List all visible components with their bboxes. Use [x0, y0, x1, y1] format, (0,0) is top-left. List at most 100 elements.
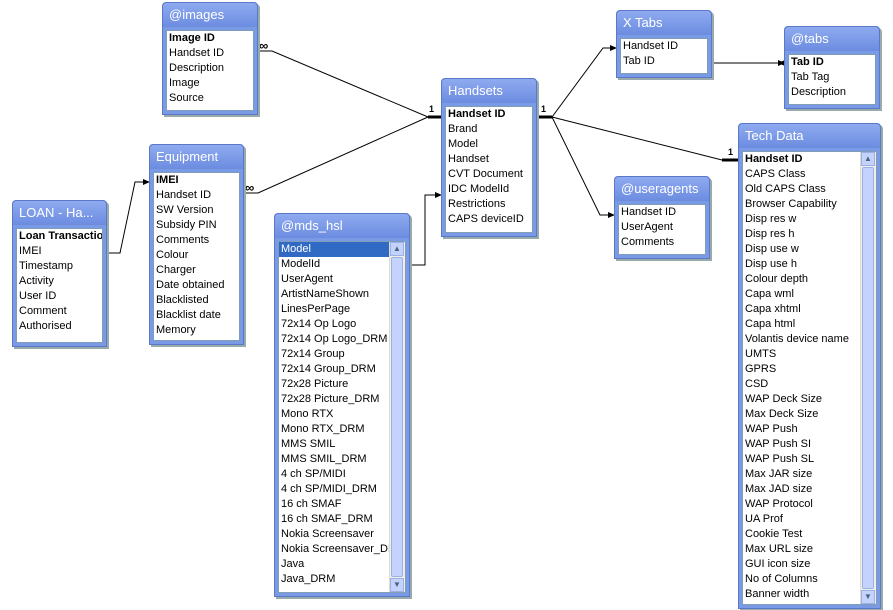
scroll-down-arrow-icon[interactable]: ▼: [861, 590, 875, 604]
field-item[interactable]: 72x28 Picture: [281, 378, 349, 390]
table-title[interactable]: X Tabs: [617, 11, 711, 35]
vertical-scrollbar[interactable]: ▲▼: [389, 242, 405, 592]
field-item[interactable]: UA Prof: [745, 513, 783, 525]
field-item[interactable]: Mono RTX_DRM: [281, 423, 365, 435]
field-item[interactable]: Mono RTX: [281, 408, 334, 420]
vertical-scrollbar[interactable]: ▲▼: [860, 152, 876, 604]
field-item[interactable]: 72x14 Group: [281, 348, 345, 360]
field-item[interactable]: Comments: [621, 236, 675, 248]
field-item[interactable]: Authorised: [19, 320, 72, 332]
field-item[interactable]: Comments: [156, 234, 210, 246]
field-item[interactable]: IMEI: [19, 245, 42, 257]
field-item[interactable]: Restrictions: [448, 198, 506, 210]
field-item[interactable]: Capa wml: [745, 288, 794, 300]
field-item[interactable]: UMTS: [745, 348, 777, 360]
field-item[interactable]: Browser Capability: [745, 198, 837, 210]
field-item[interactable]: WAP Deck Size: [745, 393, 823, 405]
field-item[interactable]: IMEI: [156, 174, 179, 186]
field-item[interactable]: CAPS deviceID: [448, 213, 524, 225]
field-item[interactable]: Handset ID: [448, 108, 506, 120]
field-item[interactable]: 72x14 Op Logo: [281, 318, 357, 330]
field-item[interactable]: Capa xhtml: [745, 303, 801, 315]
field-item[interactable]: Source: [169, 92, 204, 104]
field-item[interactable]: Disp res w: [745, 213, 797, 225]
field-item[interactable]: CSD: [745, 378, 769, 390]
field-item[interactable]: WAP Push SI: [745, 438, 812, 450]
field-item[interactable]: 16 ch SMAF: [281, 498, 342, 510]
field-item[interactable]: Image ID: [169, 32, 215, 44]
field-item[interactable]: Model: [448, 138, 478, 150]
field-item[interactable]: SW Version: [156, 204, 214, 216]
field-item[interactable]: Nokia Screensaver: [281, 528, 374, 540]
field-item[interactable]: Activity: [19, 275, 54, 287]
field-item[interactable]: Java_DRM: [281, 573, 336, 585]
field-item[interactable]: Blacklisted: [156, 294, 209, 306]
field-item[interactable]: Nokia Screensaver_DRM: [281, 543, 389, 555]
scroll-up-arrow-icon[interactable]: ▲: [861, 152, 875, 166]
field-item[interactable]: Max Deck Size: [745, 408, 819, 420]
field-list[interactable]: Handset ID Tab ID: [620, 38, 708, 74]
field-item[interactable]: No of Columns: [745, 573, 818, 585]
field-item[interactable]: Banner width: [745, 588, 810, 600]
field-item[interactable]: Cookie Test: [745, 528, 803, 540]
table-title[interactable]: @useragents: [615, 177, 709, 201]
field-item[interactable]: Disp res h: [745, 228, 795, 240]
field-item[interactable]: Capa html: [745, 318, 796, 330]
field-item[interactable]: WAP Protocol: [745, 498, 813, 510]
field-item[interactable]: Blacklist date: [156, 309, 221, 321]
field-item[interactable]: WAP Push: [745, 423, 798, 435]
table-title[interactable]: Handsets: [442, 79, 536, 103]
field-item[interactable]: Handset ID: [156, 189, 212, 201]
field-item[interactable]: 72x14 Group_DRM: [281, 363, 376, 375]
field-item[interactable]: Max JAD size: [745, 483, 813, 495]
scrollbar-thumb[interactable]: [391, 257, 403, 577]
field-item[interactable]: Disp use h: [745, 258, 797, 270]
field-item[interactable]: ModelId: [281, 258, 321, 270]
field-item[interactable]: Loan Transaction: [19, 230, 102, 242]
field-item[interactable]: Disp use w: [745, 243, 799, 255]
field-item[interactable]: Java: [281, 558, 305, 570]
field-item[interactable]: MMS SMIL_DRM: [281, 453, 367, 465]
field-item[interactable]: Memory: [156, 324, 196, 336]
field-item[interactable]: Timestamp: [19, 260, 73, 272]
field-item[interactable]: GUI icon size: [745, 558, 811, 570]
table-title[interactable]: @images: [163, 3, 257, 27]
table-title[interactable]: Tech Data: [739, 124, 880, 148]
field-item[interactable]: GPRS: [745, 363, 777, 375]
field-item[interactable]: CVT Document: [448, 168, 523, 180]
field-item[interactable]: Tab ID: [623, 55, 655, 67]
scrollbar-thumb[interactable]: [862, 167, 874, 589]
field-item[interactable]: Handset ID: [623, 40, 679, 52]
field-item[interactable]: 4 ch SP/MIDI: [281, 468, 346, 480]
table-title[interactable]: LOAN - Ha...: [13, 201, 106, 225]
field-item[interactable]: Tab ID: [791, 56, 824, 68]
field-item[interactable]: IDC ModelId: [448, 183, 510, 195]
field-item[interactable]: LinesPerPage: [281, 303, 351, 315]
field-item[interactable]: Model: [279, 242, 389, 257]
field-item[interactable]: User ID: [19, 290, 57, 302]
field-item[interactable]: Brand: [448, 123, 478, 135]
table-xtabs[interactable]: X Tabs Handset ID Tab ID: [616, 10, 712, 78]
field-item[interactable]: ArtistNameShown: [281, 288, 370, 300]
field-item[interactable]: WAP Push SL: [745, 453, 815, 465]
field-item[interactable]: Max URL size: [745, 543, 814, 555]
field-item[interactable]: Subsidy PIN: [156, 219, 217, 231]
field-item[interactable]: Max JAR size: [745, 468, 813, 480]
table-title[interactable]: @tabs: [785, 27, 879, 51]
field-item[interactable]: Comment: [19, 305, 67, 317]
field-item[interactable]: 72x28 Picture_DRM: [281, 393, 380, 405]
field-item[interactable]: UserAgent: [621, 221, 673, 233]
field-item[interactable]: Colour depth: [745, 273, 808, 285]
field-item[interactable]: Handset ID: [621, 206, 677, 218]
table-title[interactable]: @mds_hsl: [275, 214, 409, 238]
field-item[interactable]: 16 ch SMAF_DRM: [281, 513, 373, 525]
